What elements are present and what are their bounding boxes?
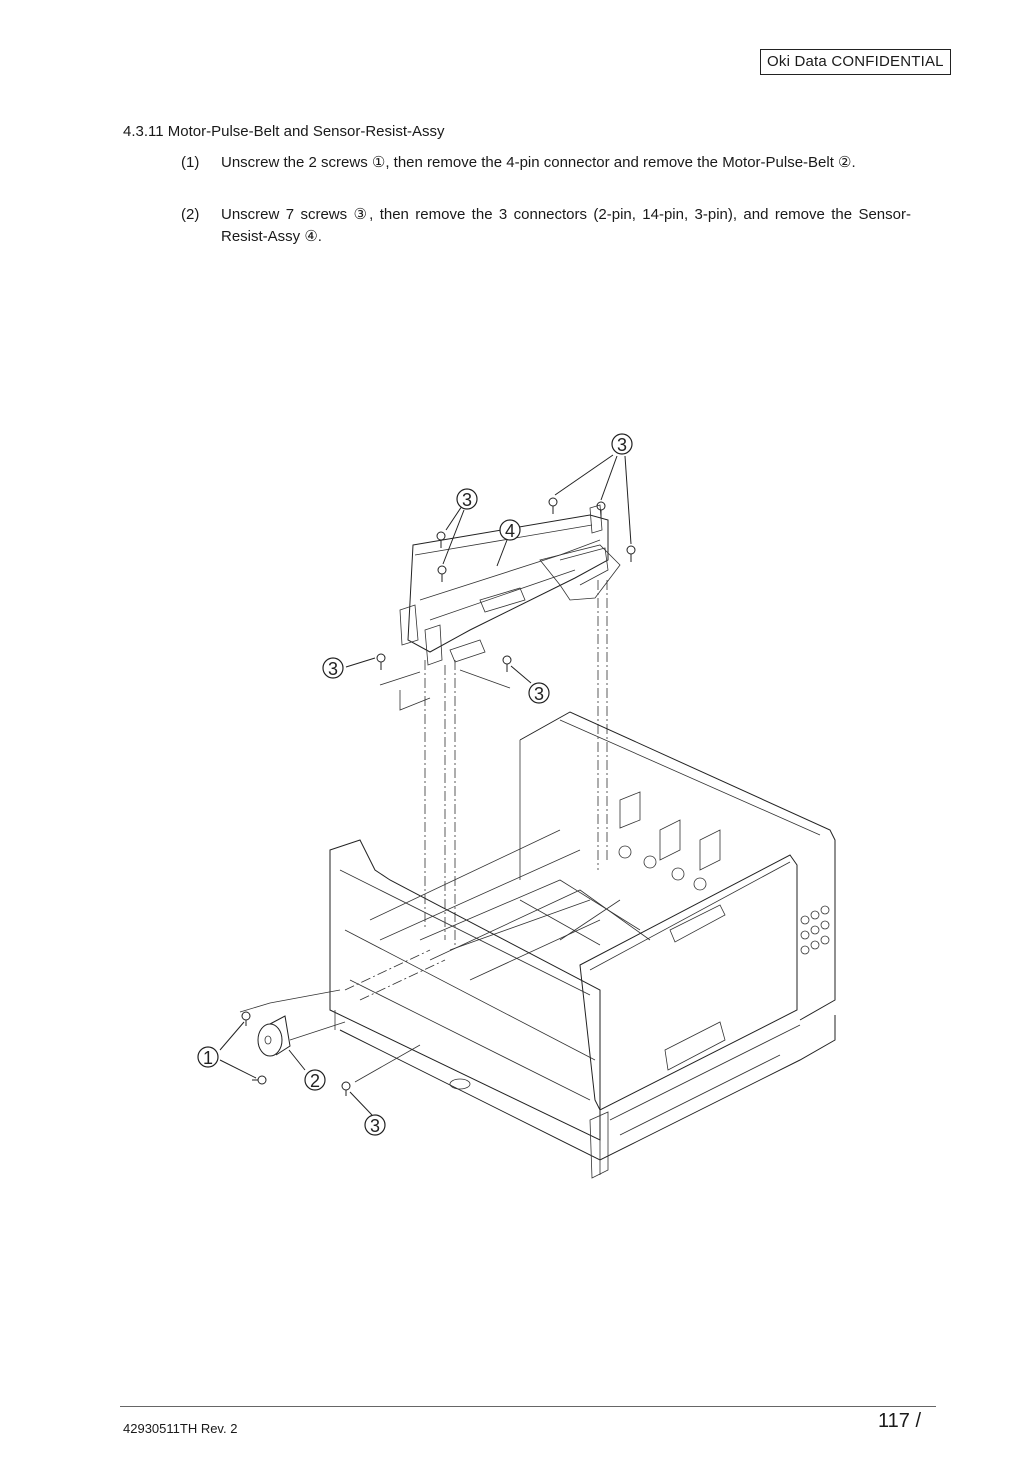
leader-lines [219, 454, 632, 1116]
svg-text:3: 3 [328, 659, 338, 679]
svg-text:1: 1 [203, 1048, 213, 1068]
footer-divider [120, 1406, 936, 1407]
svg-text:3: 3 [534, 684, 544, 704]
svg-text:3: 3 [462, 490, 472, 510]
screw-icons-upper [376, 497, 636, 672]
step-text: Unscrew 7 screws ③, then remove the 3 co… [221, 206, 911, 245]
sensor-resist-assy [399, 504, 621, 666]
callout-screw-3-top: 3 [611, 433, 633, 455]
motor-pulse-belt [239, 989, 421, 1096]
callout-screw-3-left: 3 [322, 657, 344, 679]
step-number: (1) [181, 154, 200, 171]
printer-chassis [329, 711, 836, 1179]
callout-screw-3-bottom: 3 [364, 1114, 386, 1136]
callout-sensor-resist-assy-4: 4 [499, 519, 521, 541]
svg-text:3: 3 [617, 435, 627, 455]
step-number: (2) [181, 206, 200, 223]
svg-text:3: 3 [370, 1116, 380, 1136]
callout-screw-1: 1 [197, 1046, 219, 1068]
callout-motor-pulse-belt-2: 2 [304, 1069, 326, 1091]
svg-text:4: 4 [505, 521, 515, 541]
page-number: 117 / [878, 1410, 921, 1432]
callout-screw-3-right: 3 [528, 682, 550, 704]
section-heading: 4.3.11 Motor-Pulse-Belt and Sensor-Resis… [123, 123, 445, 140]
callout-screw-3-left-top: 3 [456, 488, 478, 510]
step-text: Unscrew the 2 screws ①, then remove the … [221, 154, 856, 171]
alignment-lines [379, 580, 608, 945]
document-number: 42930511TH Rev. 2 [123, 1421, 238, 1436]
confidential-label: Oki Data CONFIDENTIAL [760, 49, 951, 75]
svg-text:2: 2 [310, 1071, 320, 1091]
